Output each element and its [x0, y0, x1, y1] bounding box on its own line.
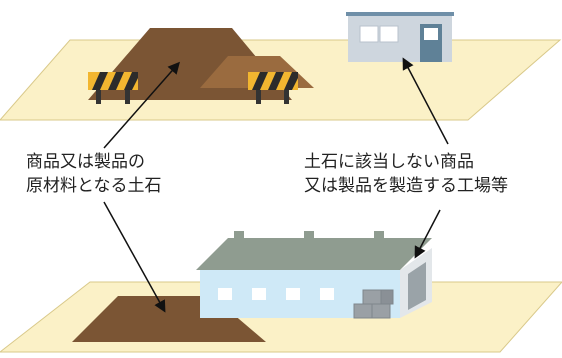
- caption-right-line2: 又は製品を製造する工場等: [304, 176, 508, 196]
- caption-right-line1: 土石に該当しない商品: [304, 152, 474, 172]
- construction-barrier-left: [88, 72, 138, 104]
- caption-left-line2: 原材料となる土石: [26, 176, 162, 196]
- arrow-to-bottom-soil: [103, 201, 166, 313]
- office-building: [346, 12, 454, 62]
- caption-raw-material-soil: 商品又は製品の 原材料となる土石: [26, 150, 162, 198]
- arrow-to-office: [402, 57, 449, 145]
- stacked-boxes: [353, 289, 394, 319]
- arrow-to-factory: [414, 209, 441, 259]
- factory-building: [196, 231, 432, 318]
- arrow-to-top-soil: [103, 61, 180, 149]
- caption-left-line1: 商品又は製品の: [26, 152, 145, 172]
- construction-barrier-right: [248, 72, 298, 104]
- caption-non-soil-factory: 土石に該当しない商品 又は製品を製造する工場等: [304, 150, 508, 198]
